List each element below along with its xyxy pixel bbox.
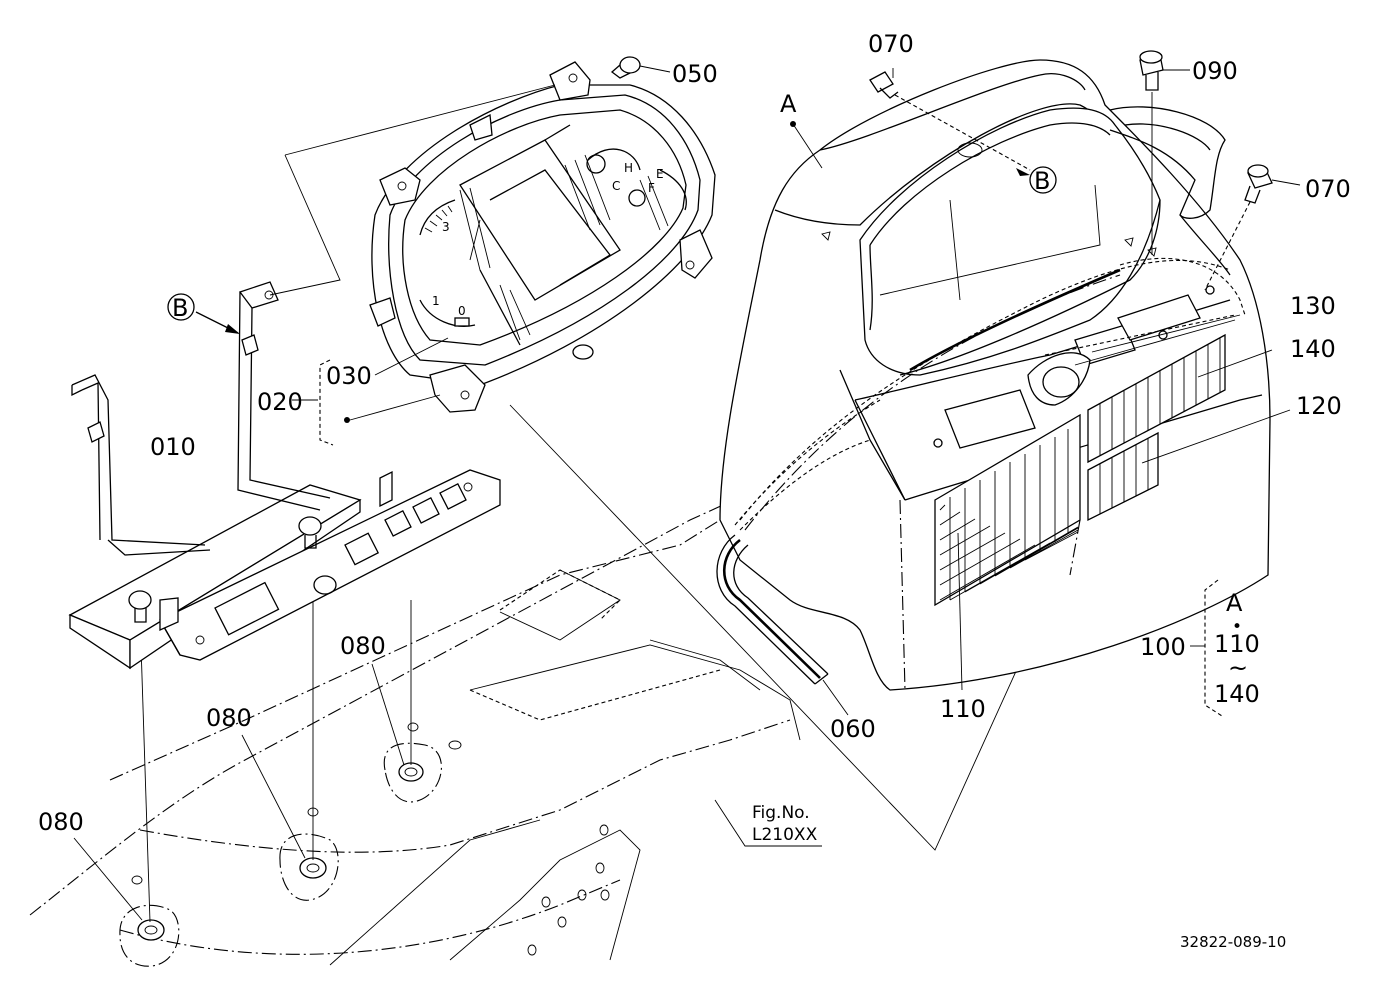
- leader-120: [1141, 409, 1291, 464]
- leader-080-middle: [241, 734, 306, 859]
- label-050: 050: [672, 60, 718, 88]
- label-130: 130: [1290, 292, 1336, 320]
- label-030: 030: [326, 362, 372, 390]
- leader-meter-bracket: [269, 154, 341, 296]
- floor-panel-outline: [29, 469, 801, 966]
- screw-050: [610, 56, 671, 79]
- label-020: 020: [257, 388, 303, 416]
- leader-a: [792, 123, 823, 169]
- drawing-number: 32822-089-10: [1180, 933, 1286, 951]
- label-110: 110: [940, 695, 986, 723]
- grommet-080-middle: [279, 540, 339, 901]
- decal-120: [1087, 431, 1159, 522]
- panel-window-left: [944, 389, 1036, 449]
- decal-140: [1087, 333, 1226, 464]
- label-080-middle: 080: [206, 704, 252, 732]
- trim-060: [716, 534, 849, 716]
- gauge-mark-c: C: [612, 179, 620, 193]
- leader-080-right: [371, 663, 405, 766]
- leader-140: [1197, 349, 1273, 378]
- bolt-070-right: [1204, 164, 1301, 291]
- label-range-sep: ~: [1228, 654, 1248, 682]
- label-range-start: 110: [1214, 630, 1260, 658]
- figure-ref-line2: L210XX: [752, 825, 818, 845]
- leader-meter-top: [284, 84, 556, 156]
- label-ref-b-left: B: [172, 294, 188, 322]
- label-070-top: 070: [868, 30, 914, 58]
- grommet-080-left: [119, 614, 180, 967]
- leader-080-left: [73, 837, 143, 921]
- bracket-010: [68, 281, 501, 670]
- label-100: 100: [1140, 633, 1186, 661]
- label-070-right: 070: [1305, 175, 1351, 203]
- meter-assembly-030: 3 1 0 C H E F: [369, 61, 716, 413]
- label-range-end: 140: [1214, 680, 1260, 708]
- bolt-070-top: [869, 68, 1031, 171]
- bolt-090: [1139, 50, 1190, 255]
- label-120: 120: [1296, 392, 1342, 420]
- grommet-080-right: [383, 600, 442, 803]
- label-range-a: A: [1226, 589, 1243, 617]
- leader-130: [1091, 314, 1241, 353]
- label-080-right: 080: [340, 632, 386, 660]
- figure-ref-line1: Fig.No.: [752, 803, 810, 823]
- assembly-bracket-100: [1190, 579, 1223, 717]
- label-range-dot: •: [1232, 617, 1242, 637]
- gauge-mark-e: E: [656, 167, 664, 181]
- label-080-left: 080: [38, 808, 84, 836]
- gauge-mark-f: F: [648, 181, 655, 195]
- label-090: 090: [1192, 57, 1238, 85]
- label-assembly-a: A: [780, 90, 797, 118]
- label-ref-b-right: B: [1034, 167, 1050, 195]
- bracket-group-020: [319, 359, 334, 446]
- gauge-mark-1: 1: [432, 294, 440, 308]
- panel-cover-100: [719, 59, 1271, 691]
- ref-b-left: [167, 293, 240, 334]
- gauge-mark-3: 3: [442, 220, 450, 234]
- ref-b-right: [1016, 166, 1057, 194]
- bracket-cutout-large: [214, 581, 280, 636]
- gauge-mark-0: 0: [458, 304, 466, 318]
- label-010: 010: [150, 433, 196, 461]
- leader-110: [957, 532, 963, 691]
- figure-reference: Fig.No. L210XX: [714, 799, 822, 847]
- gauge-mark-h: H: [624, 161, 633, 175]
- label-140: 140: [1290, 335, 1336, 363]
- label-060: 060: [830, 715, 876, 743]
